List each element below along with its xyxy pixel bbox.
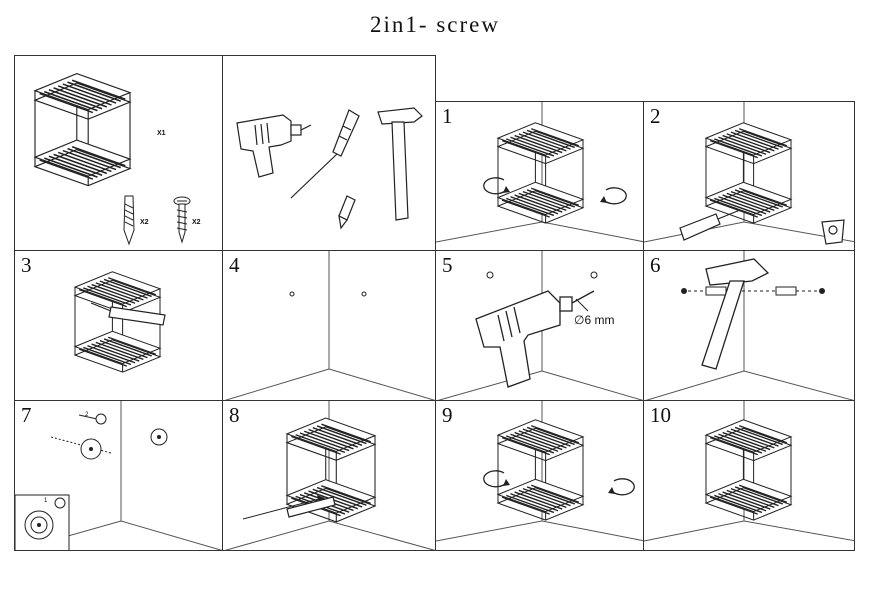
parts-panel: X1 X2 X2 <box>14 55 223 251</box>
pencil-icon <box>338 195 356 230</box>
step-7-panel: 7 2 1 <box>14 400 223 551</box>
step-number: 9 <box>442 403 453 427</box>
step-number: 1 <box>442 104 453 128</box>
step-number: 10 <box>650 403 671 427</box>
step-number: 6 <box>650 253 661 277</box>
corner-rack-icon <box>73 271 162 373</box>
rotation-arrow-icon <box>608 478 635 496</box>
step-number: 8 <box>229 403 240 427</box>
shelf-rack-icon <box>33 72 132 187</box>
screwdriver-icon <box>286 496 336 518</box>
wall-mark-right <box>361 291 367 297</box>
step-2-panel: 2 <box>643 101 855 251</box>
step-1-panel: 1 <box>435 101 644 251</box>
substep-1-label: 1 <box>44 498 48 504</box>
screwdriver-icon <box>90 302 166 326</box>
drill-size-label: ∅6 mm <box>574 313 615 327</box>
screw-quantity: X2 <box>192 219 201 226</box>
page-title: 2in1- screw <box>370 12 500 37</box>
hammer-icon <box>701 258 770 370</box>
step-number: 4 <box>229 253 240 277</box>
anchor-icon <box>775 286 797 296</box>
step-9-panel: 9 <box>435 400 644 551</box>
corner-rack-icon <box>704 122 793 224</box>
rotation-arrow-icon <box>483 177 510 195</box>
corner-rack-icon <box>496 122 585 224</box>
corner-rack-icon <box>704 419 793 521</box>
anchor-icon <box>705 286 727 296</box>
hammer-icon <box>377 107 423 221</box>
step-6-panel: 6 <box>643 250 855 401</box>
screwdriver-icon <box>679 209 741 241</box>
drill-icon <box>475 290 595 388</box>
drill-icon <box>236 114 312 178</box>
step-number: 7 <box>21 403 32 427</box>
corner-rack-icon <box>496 419 585 521</box>
substep-2-label: 2 <box>85 412 89 418</box>
rotation-arrow-icon <box>600 187 627 205</box>
step-8-panel: 8 <box>222 400 436 551</box>
rotation-arrow-icon <box>483 470 510 488</box>
corner-rack-icon <box>33 72 132 187</box>
step-3-panel: 3 <box>14 250 223 401</box>
rack-quantity: X1 <box>157 130 166 137</box>
anchor-quantity: X2 <box>140 219 149 226</box>
step-4-panel: 4 <box>222 250 436 401</box>
step-number: 3 <box>21 253 32 277</box>
step-number: 2 <box>650 104 661 128</box>
tools-panel <box>222 55 436 251</box>
wall-mark-left <box>289 291 295 297</box>
step-10-panel: 10 <box>643 400 855 551</box>
step-number: 5 <box>442 253 453 277</box>
anchor-cup-icon <box>821 219 845 245</box>
step-5-panel: 5 ∅6 mm <box>435 250 644 401</box>
screwdriver-icon <box>290 109 360 199</box>
